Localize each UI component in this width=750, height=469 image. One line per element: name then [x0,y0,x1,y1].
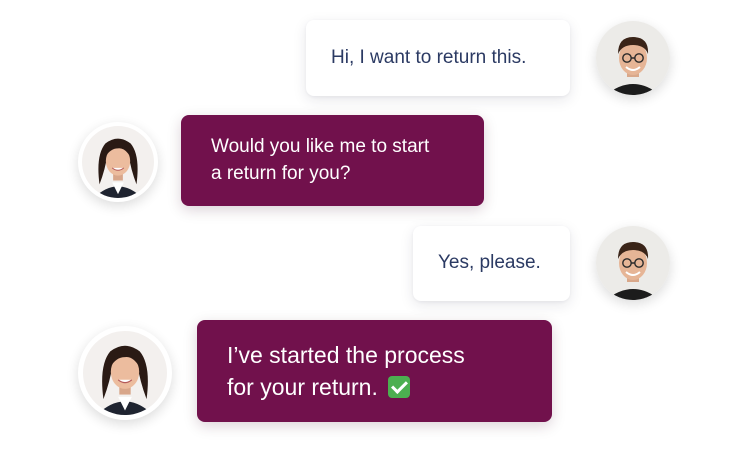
user-avatar [596,21,670,95]
user-avatar [596,226,670,300]
user-message-text: Hi, I want to return this. [331,46,527,68]
user-message-bubble: Hi, I want to return this. [306,20,570,96]
agent-message-line: Would you like me to start [211,136,430,158]
agent-message-bubble: Would you like me to start a return for … [181,115,484,206]
check-mark-icon [388,376,411,398]
agent-message-line: a return for you? [211,162,351,184]
woman-avatar-icon [82,126,154,198]
agent-message-bubble: I’ve started the process for your return… [197,320,552,422]
agent-message-line: for your return. [227,374,378,400]
agent-avatar [78,122,158,202]
man-avatar-icon [596,21,670,95]
agent-avatar [78,326,172,420]
man-avatar-icon [596,226,670,300]
user-message-text: Yes, please. [438,252,541,274]
user-message-bubble: Yes, please. [413,226,570,301]
agent-message-line: I’ve started the process [227,341,465,368]
woman-avatar-icon [83,331,167,415]
